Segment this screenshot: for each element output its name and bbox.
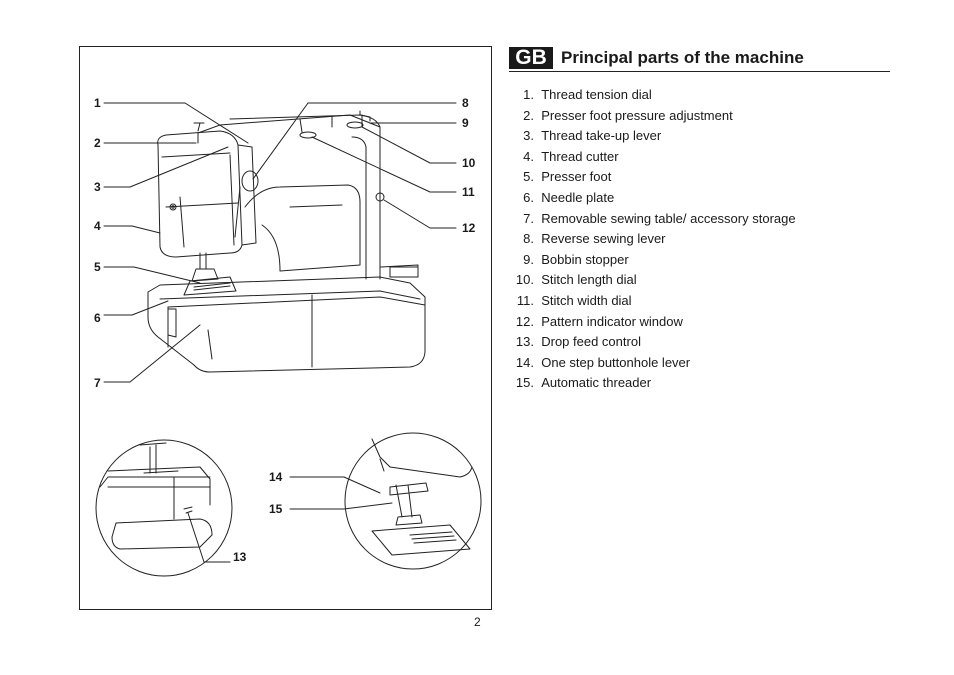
callout-1: 1 [94,96,101,110]
list-item: 8. Reverse sewing lever [523,231,666,247]
callout-13: 13 [233,550,247,564]
callout-10: 10 [462,156,476,170]
callout-6: 6 [94,311,101,325]
list-item: 5. Presser foot [523,169,612,185]
page-title: Principal parts of the machine [561,48,804,67]
callout-3: 3 [94,180,101,194]
list-item: 2. Presser foot pressure adjustment [523,107,733,123]
list-item: 3. Thread take-up lever [523,128,662,144]
list-item: 10. Stitch length dial [515,272,637,288]
machine-diagram-frame: 1 2 3 4 5 6 7 8 9 10 11 12 13 14 15 [79,46,492,610]
callout-8: 8 [462,96,469,110]
list-item: 14. One step buttonhole lever [515,354,691,370]
callout-7: 7 [94,376,101,390]
callout-12: 12 [462,221,476,235]
list-item: 7. Removable sewing table/ accessory sto… [523,210,796,226]
page-number: 2 [474,615,481,629]
callout-4: 4 [94,219,101,233]
list-item: 9. Bobbin stopper [523,251,629,267]
section-heading: GB Principal parts of the machine [509,46,890,72]
callout-9: 9 [462,116,469,130]
callout-11: 11 [462,185,475,199]
language-badge: GB [509,47,553,69]
list-item: 12. Pattern indicator window [515,313,683,329]
list-item: 15. Automatic threader [515,375,652,391]
list-item: 13. Drop feed control [515,334,641,350]
parts-list: 1. Thread tension dial 2. Presser foot p… [509,86,796,395]
sewing-machine-illustration [95,102,482,577]
callout-5: 5 [94,260,101,274]
callout-14: 14 [269,470,283,484]
callout-2: 2 [94,136,101,150]
list-item: 6. Needle plate [523,189,615,205]
list-item: 1. Thread tension dial [523,87,652,102]
list-item: 4. Thread cutter [523,148,619,164]
list-item: 11. Stitch width dial [516,292,632,308]
callout-15: 15 [269,502,283,516]
